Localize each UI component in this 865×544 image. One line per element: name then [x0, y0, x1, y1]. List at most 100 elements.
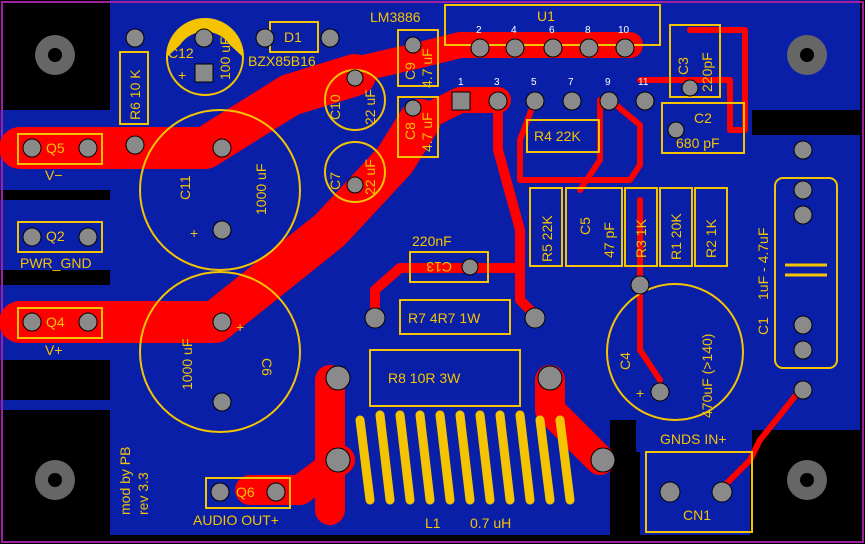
c6-pad-a: [212, 312, 232, 332]
q6-outline: [205, 477, 291, 509]
r7-label: R7 4R7 1W: [408, 310, 481, 326]
l1-value: 0.7 uH: [470, 515, 511, 531]
c6-value: 1000 uF: [179, 339, 195, 390]
pin-4: 4: [511, 25, 517, 36]
c12-label: C12: [168, 45, 194, 61]
trace-c4: [637, 297, 663, 383]
c3-label: C3: [675, 57, 691, 75]
c6-pad-b: [212, 392, 232, 412]
r2-outline: [694, 187, 728, 267]
c12-band: [167, 19, 243, 57]
c5-value: 47 pF: [601, 222, 617, 258]
c13-label: C13: [426, 259, 452, 275]
r7-outline: [399, 299, 511, 335]
lm3886-label: LM3886: [370, 9, 421, 25]
mounting-hole-bl: [35, 460, 75, 500]
pin-1: 1: [458, 77, 464, 88]
q6-label: Q6: [236, 484, 255, 500]
c3-outline: [669, 24, 721, 98]
d1-label: D1: [284, 29, 302, 45]
c8-outline: [397, 96, 439, 158]
c3-pad: [681, 79, 699, 97]
copper-pour-left-mid: [0, 200, 120, 270]
c4-pad-b: [630, 275, 650, 295]
pin-5: 5: [531, 77, 537, 88]
r7-pad-b: [524, 307, 546, 329]
c8-value: 4.7 uF: [419, 112, 435, 152]
r8-pad-a: [325, 365, 351, 391]
mounting-hole-br: [787, 460, 827, 500]
trace-r7: [370, 263, 525, 323]
c11-pad-b: [212, 220, 232, 240]
c13-outline: [409, 251, 489, 283]
r8-label: R8 10R 3W: [388, 370, 461, 386]
q4-pad-b: [78, 312, 98, 332]
c5-outline: [565, 187, 623, 267]
q5-pad-a: [22, 138, 42, 158]
pin-11: 11: [638, 77, 649, 88]
c10-pad: [346, 69, 364, 87]
c1-value: 1uF - 4.7uF: [755, 228, 771, 300]
c11-outline: [139, 109, 301, 271]
r5-outline: [529, 187, 563, 267]
q5-outline: [17, 133, 103, 165]
d1-pad-a: [255, 28, 275, 48]
q6-pad-a: [210, 482, 230, 502]
r6-outline: [119, 51, 149, 125]
c12-pad-plus: [194, 63, 214, 83]
trace-vplus: [0, 99, 441, 343]
trace-output-bottom: [235, 445, 355, 505]
mod-label: mod by PB: [117, 447, 133, 515]
pin-2: 2: [476, 25, 482, 36]
c9-outline: [397, 29, 439, 87]
r5-label: R5 22K: [539, 215, 555, 262]
cn1-label: CN1: [683, 507, 711, 523]
r6-label: R6 10 K: [127, 69, 143, 120]
c12-pad-minus: [194, 28, 214, 48]
c11-pad-a: [212, 138, 232, 158]
cn1-outline: [645, 451, 753, 533]
d1-pad-b: [320, 28, 340, 48]
l1-label: L1: [425, 515, 441, 531]
c11-value: 1000 uF: [253, 164, 269, 215]
vplus-label: V+: [45, 342, 63, 358]
pin-8: 8: [585, 25, 591, 36]
c13-value: 220nF: [412, 233, 452, 249]
bzx-label: BZX85B16: [248, 53, 316, 69]
q6-pad-b: [266, 482, 286, 502]
c8-pad: [404, 99, 422, 117]
c6-plus: +: [236, 319, 244, 335]
c10-value: 22 uF: [362, 89, 378, 125]
q5-label: Q5: [46, 140, 65, 156]
cn1-pad-b: [711, 481, 733, 503]
l1-pad-b: [590, 447, 616, 473]
mounting-hole-tl: [35, 35, 75, 75]
r1-outline: [659, 187, 693, 267]
c11-label: C11: [177, 175, 193, 200]
c3-value: 220pF: [699, 52, 715, 92]
c9-label: C9: [402, 62, 418, 80]
c7-pad: [346, 176, 364, 194]
r4-label: R4 22K: [534, 128, 581, 144]
r4-outline: [526, 119, 600, 153]
pin-6: 6: [549, 25, 555, 36]
r1-label: R1 20K: [668, 213, 684, 260]
q5-pad-b: [78, 138, 98, 158]
vminus-label: V−: [45, 167, 63, 183]
c2-pad: [667, 121, 685, 139]
c11-plus: +: [190, 225, 198, 241]
c2-outline: [661, 102, 745, 154]
pin-3: 3: [494, 77, 500, 88]
r2-label: R2 1K: [703, 218, 719, 258]
c9-value: 4.7 uF: [419, 48, 435, 88]
audioout-label: AUDIO OUT+: [193, 512, 279, 528]
gnds-label: GNDS IN+: [660, 431, 727, 447]
mounting-hole-tr: [787, 35, 827, 75]
pin-10: 10: [618, 25, 630, 36]
q4-outline: [17, 307, 103, 339]
c7-outline: [324, 141, 386, 203]
trace-vminus: [0, 54, 376, 169]
u1-label: U1: [537, 8, 555, 24]
